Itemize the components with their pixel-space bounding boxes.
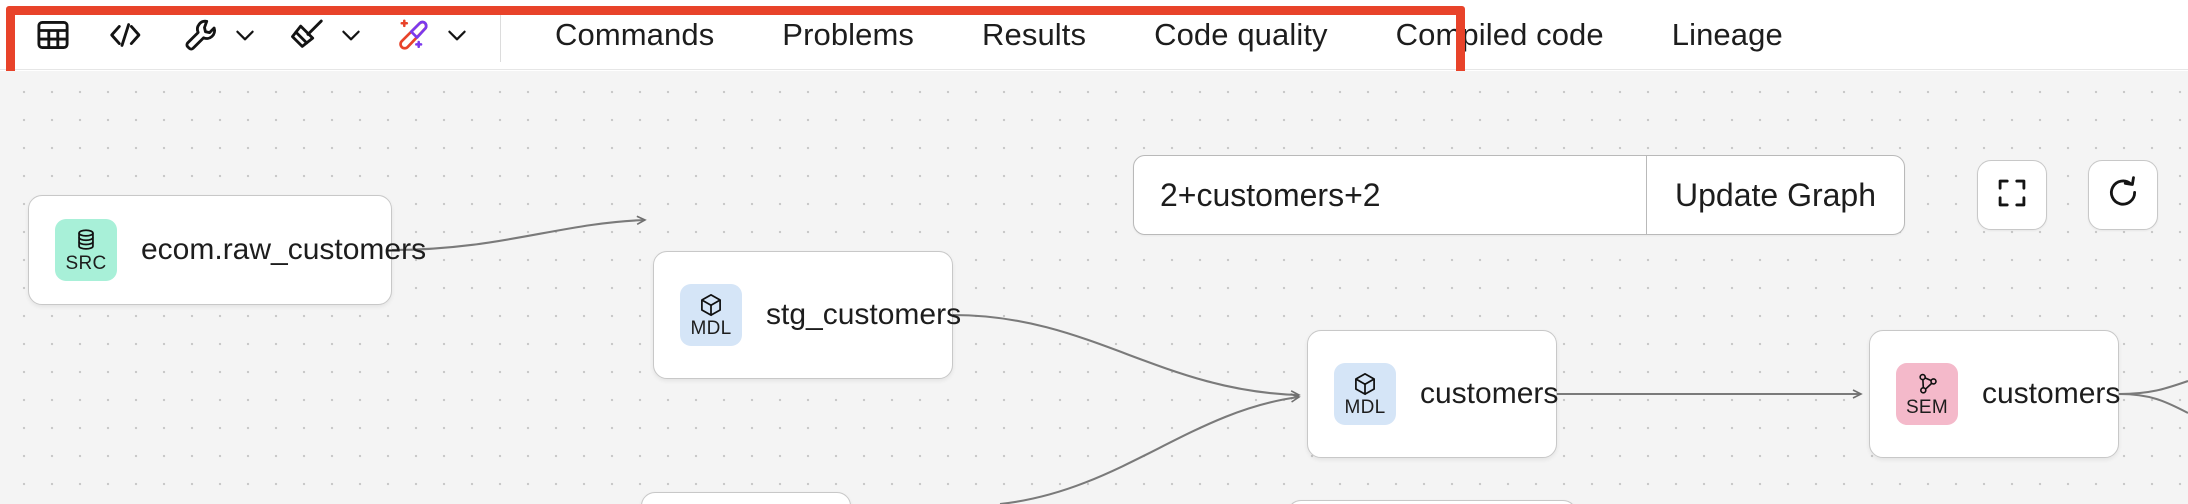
lineage-node-stg-customers[interactable]: MDL stg_customers bbox=[653, 251, 961, 379]
node-badge-mdl: MDL bbox=[680, 284, 742, 346]
node-label: ecom.raw_customers bbox=[141, 233, 427, 266]
lineage-edges bbox=[391, 215, 2188, 504]
lineage-canvas[interactable]: SRC ecom.raw_customers MDL stg_customers bbox=[0, 71, 2188, 504]
node-label: stg_customers bbox=[766, 298, 962, 331]
node-badge-label: MDL bbox=[690, 318, 732, 339]
chevron-down-icon[interactable] bbox=[440, 8, 474, 62]
panel-tabs: Commands Problems Results Code quality C… bbox=[521, 0, 1817, 69]
code-view-icon[interactable] bbox=[98, 8, 152, 62]
lineage-node-customers-mdl[interactable]: MDL customers bbox=[1307, 330, 1559, 458]
refresh-button[interactable] bbox=[2088, 160, 2158, 230]
tab-commands[interactable]: Commands bbox=[555, 16, 715, 52]
chevron-down-icon[interactable] bbox=[334, 8, 368, 62]
refresh-icon bbox=[2106, 175, 2140, 215]
update-graph-button[interactable]: Update Graph bbox=[1647, 156, 1904, 234]
lineage-node-ecom-raw-customers[interactable]: SRC ecom.raw_customers bbox=[28, 195, 426, 305]
node-badge-sem: SEM bbox=[1896, 363, 1958, 425]
node-badge-src: SRC bbox=[55, 219, 117, 281]
lineage-node-partial-center[interactable] bbox=[1287, 500, 1577, 504]
node-badge-label: SEM bbox=[1905, 397, 1949, 418]
magic-wand-icon[interactable] bbox=[386, 8, 440, 62]
node-badge-label: MDL bbox=[1344, 397, 1386, 418]
broom-icon[interactable] bbox=[280, 8, 334, 62]
toolbar-divider bbox=[500, 7, 501, 62]
tab-compiled-code[interactable]: Compiled code bbox=[1395, 16, 1604, 52]
graph-selector-bar: Update Graph bbox=[1133, 155, 1905, 235]
table-view-icon[interactable] bbox=[26, 8, 80, 62]
tab-results[interactable]: Results bbox=[982, 16, 1087, 52]
query-divider bbox=[1645, 156, 1647, 234]
tab-problems[interactable]: Problems bbox=[782, 16, 915, 52]
lineage-node-partial-left[interactable] bbox=[641, 492, 851, 504]
node-badge-mdl: MDL bbox=[1334, 363, 1396, 425]
lineage-node-customers-sem[interactable]: SEM customers bbox=[1869, 330, 2121, 458]
toolbar-tool-group bbox=[0, 0, 521, 69]
tab-lineage[interactable]: Lineage bbox=[1671, 16, 1783, 52]
node-label: customers bbox=[1420, 377, 1559, 410]
node-label: customers bbox=[1982, 377, 2121, 410]
editor-toolbar: Commands Problems Results Code quality C… bbox=[0, 0, 2188, 70]
fullscreen-button[interactable] bbox=[1977, 160, 2047, 230]
node-badge-label: SRC bbox=[65, 253, 107, 274]
chevron-down-icon[interactable] bbox=[228, 8, 262, 62]
tab-code-quality[interactable]: Code quality bbox=[1154, 16, 1328, 52]
wrench-icon[interactable] bbox=[174, 8, 228, 62]
graph-selector-input[interactable] bbox=[1134, 156, 1646, 234]
fullscreen-icon bbox=[1995, 176, 2029, 215]
